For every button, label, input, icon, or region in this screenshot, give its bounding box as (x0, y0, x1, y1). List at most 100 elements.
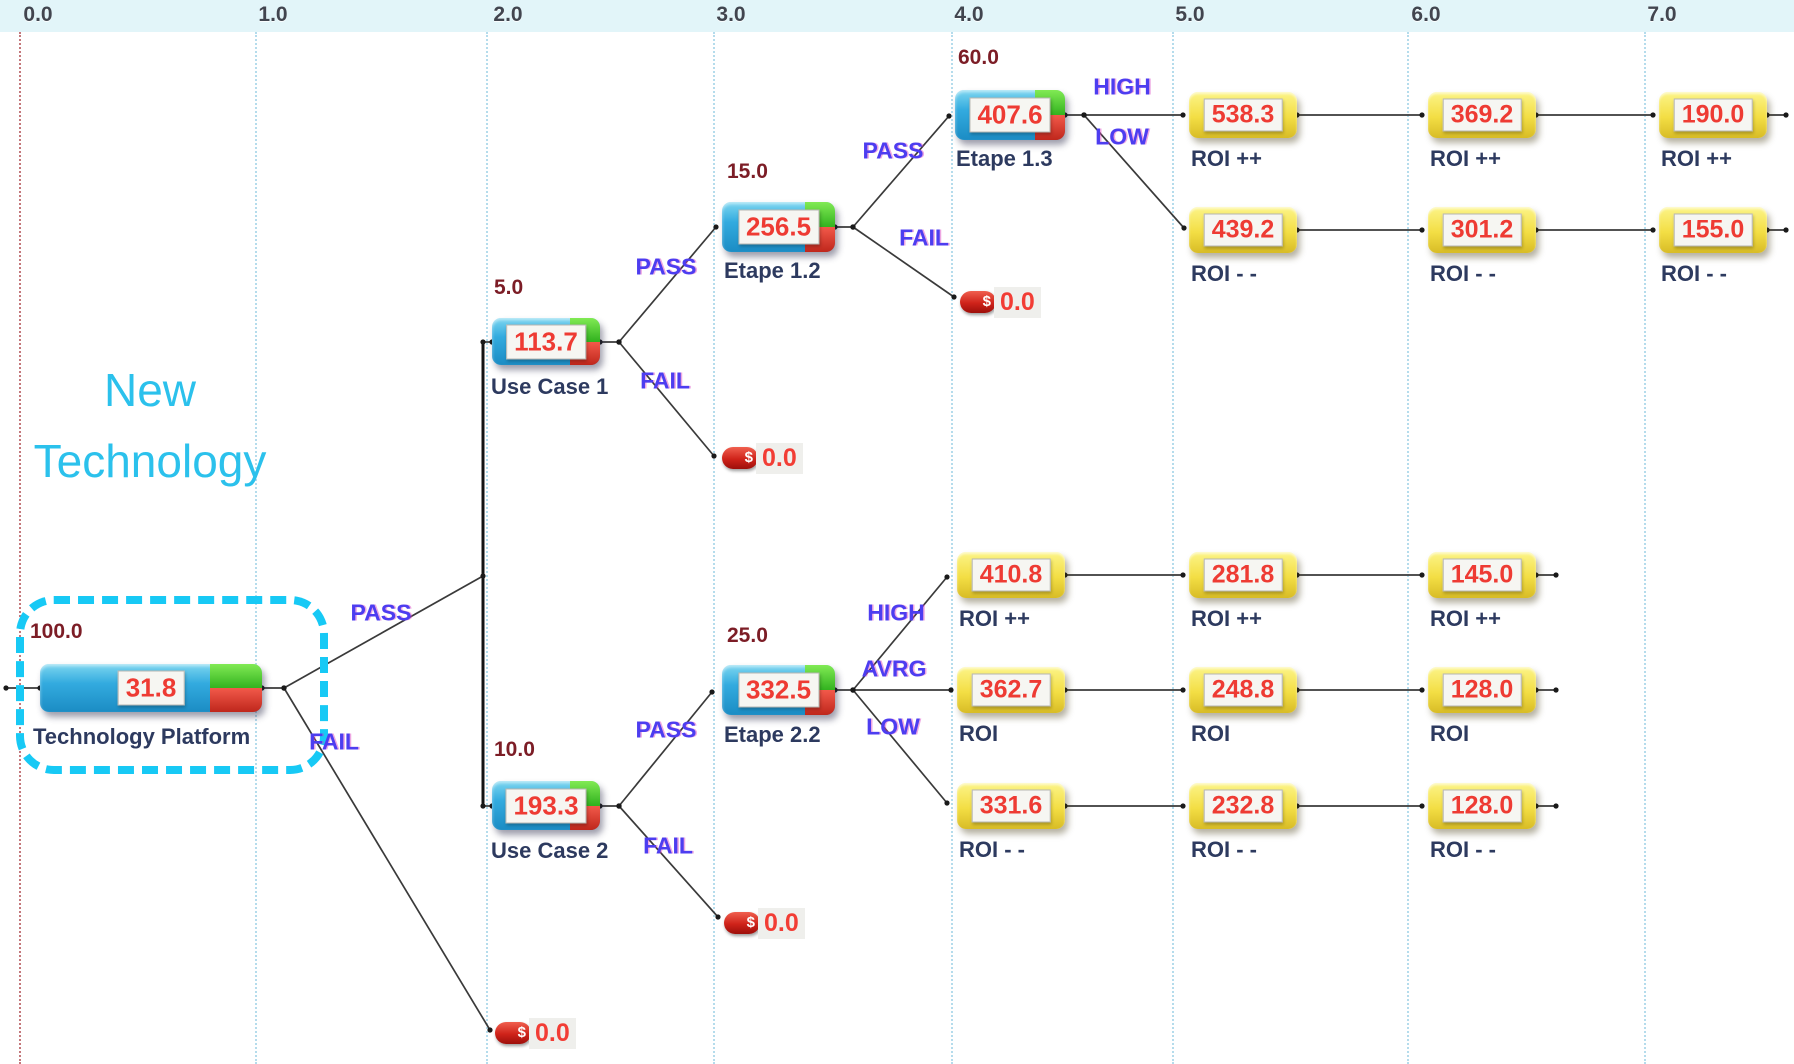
payoff-node[interactable]: 128.0 (1428, 783, 1536, 829)
branch-label-fail: FAIL (309, 728, 359, 755)
node-value: 301.2 (1442, 213, 1522, 247)
node-name-label: Etape 1.3 (956, 146, 1053, 171)
node-name-label: ROI (1430, 721, 1470, 746)
payoff-node[interactable]: 439.2 (1189, 207, 1297, 253)
chance-node-use-case-1[interactable]: 113.7 (492, 318, 600, 365)
branch-label-fail: FAIL (643, 832, 693, 859)
node-name-label: ROI - - (959, 837, 1025, 862)
chance-node-use-case-2[interactable]: 193.3 (492, 781, 600, 830)
axis-tick: 5.0 (1175, 3, 1205, 26)
branch-label-fail: FAIL (899, 224, 949, 251)
payoff-node[interactable]: 232.8 (1189, 783, 1297, 829)
node-value: 538.3 (1203, 98, 1283, 132)
node-value: 113.7 (506, 324, 586, 359)
payoff-node[interactable]: 301.2 (1428, 207, 1536, 253)
node-name-label: ROI (959, 721, 999, 746)
node-name-label: ROI ++ (1430, 146, 1501, 171)
terminal-node[interactable]: $ (960, 291, 996, 313)
node-name-label: ROI - - (1430, 261, 1496, 286)
node-value: 362.7 (971, 673, 1051, 707)
chance-node-etape-1-3[interactable]: 407.6 (955, 90, 1065, 140)
terminal-value: 0.0 (758, 908, 805, 939)
probability-label: 15.0 (727, 160, 768, 183)
node-name-label: ROI ++ (1191, 606, 1262, 631)
node-value: 193.3 (505, 788, 587, 823)
branch-label-pass: PASS (635, 253, 697, 280)
fail-segment-icon (210, 688, 262, 712)
node-value: 439.2 (1203, 213, 1283, 247)
dollar-icon: $ (982, 293, 991, 310)
node-value: 155.0 (1673, 213, 1753, 247)
payoff-node[interactable]: 331.6 (957, 783, 1065, 829)
chance-node-etape-1-2[interactable]: 256.5 (722, 202, 835, 252)
node-value: 145.0 (1442, 558, 1522, 592)
node-value: 369.2 (1442, 98, 1522, 132)
branch-label-avrg: AVRG (861, 655, 927, 682)
gridline (486, 32, 488, 1064)
probability-label: 60.0 (958, 46, 999, 69)
node-value: 256.5 (737, 209, 820, 245)
payoff-node[interactable]: 128.0 (1428, 667, 1536, 713)
node-name-label: ROI ++ (1430, 606, 1501, 631)
node-name-label: ROI ++ (1661, 146, 1732, 171)
node-name-label: Technology Platform (33, 724, 251, 749)
axis-tick: 6.0 (1411, 3, 1441, 26)
node-value: 281.8 (1203, 558, 1283, 592)
gridline (1407, 32, 1409, 1064)
terminal-value: 0.0 (994, 287, 1041, 318)
branch-label-pass: PASS (635, 716, 697, 743)
chance-node-technology-platform[interactable]: 31.8 (40, 664, 262, 712)
payoff-node[interactable]: 410.8 (957, 552, 1065, 598)
terminal-value: 0.0 (756, 443, 803, 474)
branch-label-pass: PASS (862, 137, 924, 164)
payoff-node[interactable]: 190.0 (1659, 92, 1767, 138)
node-value: 248.8 (1203, 673, 1283, 707)
node-name-label: ROI - - (1661, 261, 1727, 286)
node-name-label: ROI (1191, 721, 1231, 746)
terminal-node[interactable]: $ (724, 912, 760, 934)
dollar-icon: $ (746, 914, 755, 931)
node-value: 332.5 (737, 672, 820, 708)
node-value: 407.6 (969, 97, 1051, 133)
node-name-label: Use Case 2 (491, 838, 609, 863)
payoff-node[interactable]: 145.0 (1428, 552, 1536, 598)
payoff-node[interactable]: 281.8 (1189, 552, 1297, 598)
gridline (1644, 32, 1646, 1064)
gridline (19, 32, 21, 1064)
payoff-node[interactable]: 155.0 (1659, 207, 1767, 253)
terminal-value: 0.0 (529, 1018, 576, 1049)
node-name-label: ROI ++ (1191, 146, 1262, 171)
node-name-label: Use Case 1 (491, 374, 609, 399)
node-value: 190.0 (1673, 98, 1753, 132)
node-value: 232.8 (1203, 789, 1283, 823)
probability-label: 25.0 (727, 624, 768, 647)
node-value: 31.8 (117, 670, 185, 706)
dollar-icon: $ (517, 1024, 526, 1041)
axis-tick: 7.0 (1647, 3, 1677, 26)
payoff-node[interactable]: 369.2 (1428, 92, 1536, 138)
dollar-icon: $ (744, 449, 753, 466)
gridline (951, 32, 953, 1064)
axis-tick: 1.0 (258, 3, 288, 26)
node-value: 410.8 (971, 558, 1051, 592)
payoff-node[interactable]: 538.3 (1189, 92, 1297, 138)
terminal-node[interactable]: $ (495, 1022, 531, 1044)
branch-label-low: LOW (866, 713, 920, 740)
branch-label-low: LOW (1095, 123, 1149, 150)
axis-tick: 4.0 (954, 3, 984, 26)
annotation-line2: Technology (33, 435, 267, 487)
branch-label-pass: PASS (350, 599, 412, 626)
chance-node-etape-2-2[interactable]: 332.5 (722, 665, 835, 715)
payoff-node[interactable]: 362.7 (957, 667, 1065, 713)
pass-segment-icon (210, 664, 262, 689)
node-name-label: ROI - - (1191, 261, 1257, 286)
node-name-label: Etape 2.2 (724, 722, 821, 747)
payoff-node[interactable]: 248.8 (1189, 667, 1297, 713)
probability-label: 10.0 (494, 738, 535, 761)
annotation-new-technology: New Technology (5, 355, 295, 497)
axis-tick: 3.0 (716, 3, 746, 26)
node-name-label: Etape 1.2 (724, 258, 821, 283)
terminal-node[interactable]: $ (722, 447, 758, 469)
branch-label-high: HIGH (1093, 73, 1151, 100)
